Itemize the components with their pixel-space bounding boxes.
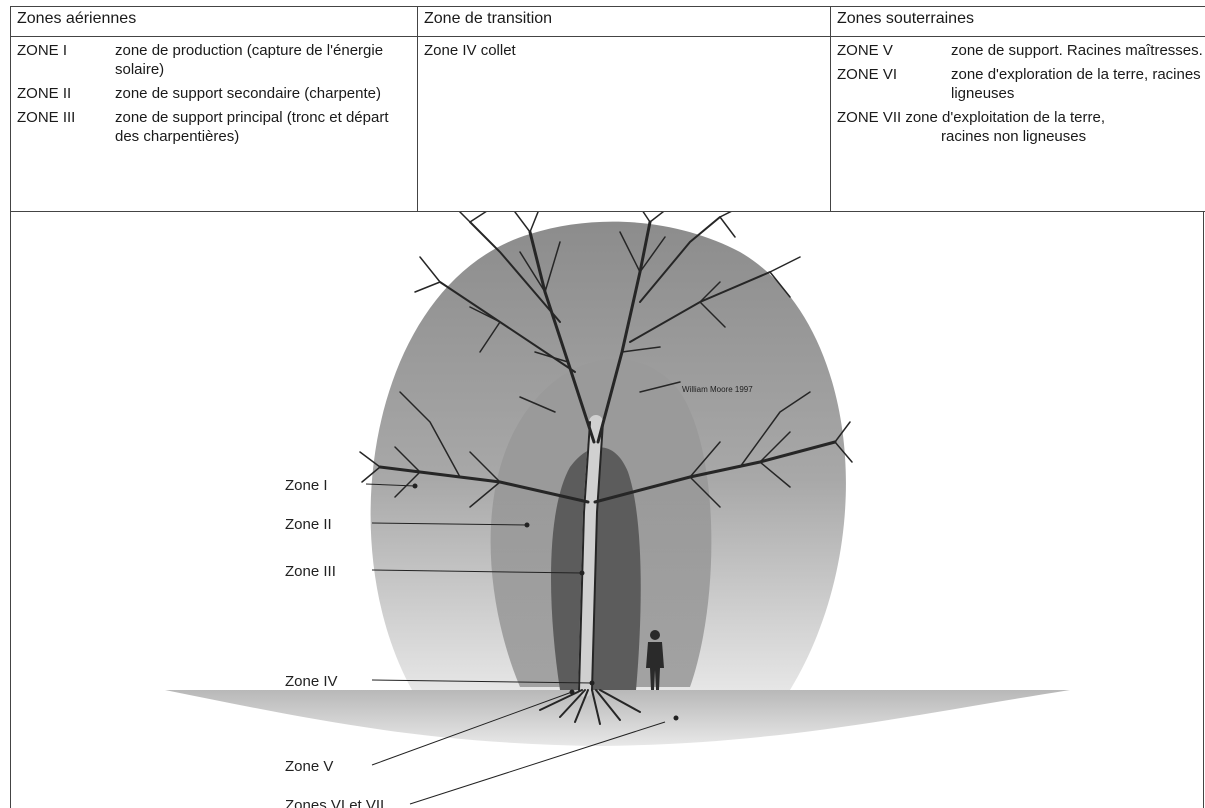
zone-label: ZONE III — [17, 108, 115, 146]
zone-description: zone de production (capture de l'énergie… — [115, 41, 417, 79]
zone-description: zone de support secondaire (charpente) — [115, 84, 417, 103]
underground-header: Zones souterraines — [831, 7, 1205, 37]
label-zone-2: Zone II — [285, 516, 332, 533]
transition-text: Zone IV collet — [424, 41, 830, 60]
transition-header: Zone de transition — [418, 7, 831, 37]
zone-row: ZONE III zone de support principal (tron… — [17, 108, 417, 146]
zone-label: ZONE VI — [837, 65, 951, 103]
label-zone-6-7: Zones VI et VII — [285, 797, 384, 808]
aerial-header: Zones aériennes — [11, 7, 418, 37]
zone-label: ZONE V — [837, 41, 951, 60]
aerial-cell: ZONE I zone de production (capture de l'… — [11, 37, 418, 212]
zone-row: ZONE II zone de support secondaire (char… — [17, 84, 417, 103]
zone-label: ZONE II — [17, 84, 115, 103]
zone-vii: ZONE VII zone d'exploitation de la terre… — [837, 108, 1205, 146]
label-zone-5: Zone V — [285, 758, 333, 775]
zone-description: zone de support. Racines maîtresses. — [951, 41, 1205, 60]
zone-row: ZONE VI zone d'exploration de la terre, … — [837, 65, 1205, 103]
underground-cell: ZONE V zone de support. Racines maîtress… — [831, 37, 1205, 212]
zone-description: zone de support principal (tronc et dépa… — [115, 108, 417, 146]
zone-label: ZONE I — [17, 41, 115, 79]
tree-zones-diagram: William Moore 1997 Zone I Zone II Zone I… — [0, 212, 1205, 808]
label-zone-3: Zone III — [285, 563, 336, 580]
zone-vii-line2: racines non ligneuses — [837, 127, 1205, 146]
transition-cell: Zone IV collet — [418, 37, 831, 212]
credit-text: William Moore 1997 — [682, 385, 753, 394]
zone-vii-line1: ZONE VII zone d'exploitation de la terre… — [837, 108, 1205, 127]
zones-table: Zones aériennes Zone de transition Zones… — [10, 6, 1205, 212]
label-zone-1: Zone I — [285, 477, 328, 494]
zone-row: ZONE V zone de support. Racines maîtress… — [837, 41, 1205, 60]
zone-row: ZONE I zone de production (capture de l'… — [17, 41, 417, 79]
label-zone-4: Zone IV — [285, 673, 338, 690]
zone-description: zone d'exploration de la terre, racines … — [951, 65, 1205, 103]
